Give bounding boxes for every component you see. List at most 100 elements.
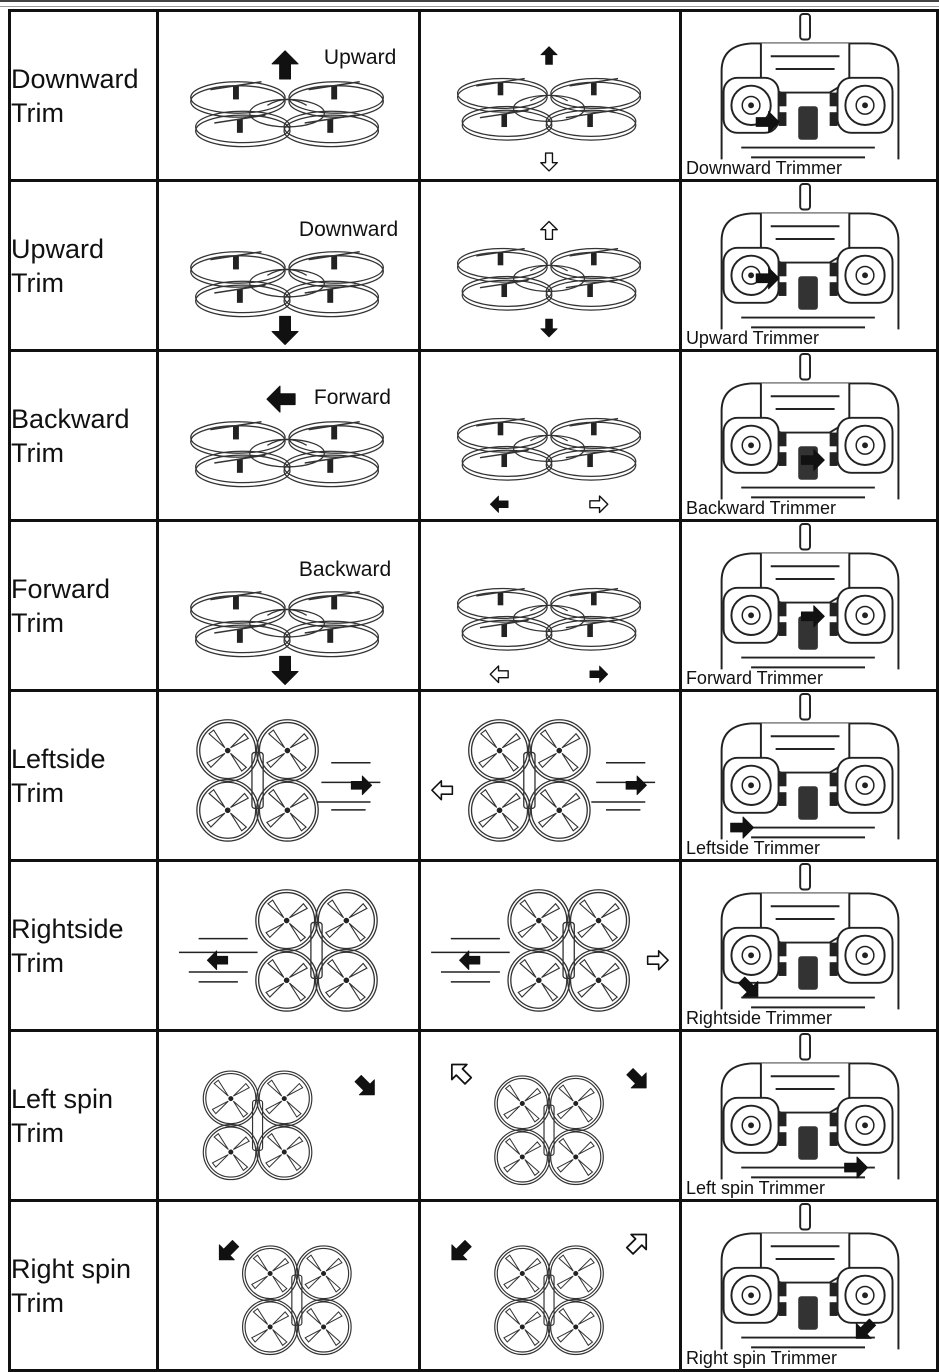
drone-top-icon [494, 1075, 604, 1186]
arrow-icon [271, 655, 299, 686]
correction-illustration [417, 9, 682, 182]
trimmer-illustration: Downward Trimmer [678, 9, 939, 182]
trimmer-illustration: Rightside Trimmer [678, 859, 939, 1032]
drone-top-icon [507, 889, 630, 1012]
arrow-icon [730, 816, 755, 839]
trimmer-caption: Forward Trimmer [685, 668, 823, 688]
arrow-icon [855, 1318, 877, 1339]
transmitter-icon [720, 183, 900, 330]
trim-label-line1: Leftside [11, 743, 106, 774]
trim-label-line1: Upward [11, 233, 105, 264]
drift-illustration [155, 689, 421, 862]
arrow-icon [589, 495, 609, 514]
drift-illustration [155, 1199, 421, 1372]
drift-illustration: Forward [155, 349, 421, 522]
transmitter-icon [720, 863, 900, 1010]
correction-illustration [417, 859, 682, 1032]
arrow-icon [755, 267, 780, 290]
drone-side-icon [456, 587, 642, 651]
drift-illustration: Upward [155, 9, 421, 182]
transmitter-icon [720, 353, 900, 500]
trimmer-caption: Left spin Trimmer [685, 1178, 825, 1198]
trimmer-caption: Upward Trimmer [685, 328, 819, 348]
trim-label-line2: Trim [11, 947, 64, 978]
trim-label-line2: Trim [11, 777, 64, 808]
arrow-icon [540, 318, 558, 338]
drone-top-icon [202, 1070, 313, 1181]
motion-lines-icon [431, 937, 510, 983]
trimmer-illustration: Left spin Trimmer [678, 1029, 939, 1202]
drone-side-icon [456, 417, 642, 481]
drone-top-icon [241, 1245, 352, 1356]
drone-top-icon [255, 889, 378, 1012]
trim-label-line1: Downward [11, 63, 139, 94]
arrow-icon [350, 775, 373, 796]
drone-side-icon [190, 421, 384, 488]
correction-illustration [417, 179, 682, 352]
drone-side-icon [190, 251, 384, 318]
trim-label-line1: Left spin [11, 1083, 114, 1114]
arrow-icon [354, 1074, 375, 1096]
direction-label: Upward [323, 46, 397, 69]
correction-illustration [417, 349, 682, 522]
drift-illustration [155, 859, 421, 1032]
drone-top-icon [494, 1245, 604, 1356]
correction-illustration [417, 519, 682, 692]
transmitter-icon [720, 693, 900, 840]
drift-illustration [155, 1029, 421, 1202]
trimmer-caption: Right spin Trimmer [685, 1348, 837, 1368]
trim-label-line2: Trim [11, 267, 64, 298]
arrow-icon [540, 220, 558, 241]
direction-label: Backward [298, 558, 392, 581]
correction-illustration [417, 1029, 682, 1202]
trim-label-line1: Right spin [11, 1253, 132, 1284]
motion-lines-icon [178, 937, 258, 983]
trimmer-caption: Backward Trimmer [685, 498, 836, 518]
trim-label-line2: Trim [11, 97, 64, 128]
trim-label-line1: Backward [11, 403, 130, 434]
trimmer-illustration: Right spin Trimmer [678, 1199, 939, 1372]
trim-label-line1: Forward [11, 573, 111, 604]
arrow-icon [625, 1233, 647, 1255]
trim-label-line1: Rightside [11, 913, 124, 944]
trimmer-caption: Rightside Trimmer [685, 1008, 832, 1028]
arrow-icon [800, 449, 825, 472]
arrow-icon [266, 385, 296, 413]
drone-side-icon [190, 591, 384, 658]
arrow-icon [737, 976, 759, 997]
trimmer-illustration: Upward Trimmer [678, 179, 939, 352]
arrow-icon [625, 775, 647, 796]
transmitter-icon [720, 1203, 900, 1350]
arrow-icon [589, 665, 609, 683]
trimmer-illustration: Forward Trimmer [678, 519, 939, 692]
correction-illustration [417, 689, 682, 862]
arrow-icon [755, 110, 780, 134]
trim-label-line2: Trim [11, 1117, 64, 1148]
arrow-icon [626, 1068, 647, 1089]
drone-top-icon [467, 719, 591, 842]
arrow-icon [450, 1063, 473, 1085]
drone-top-icon [196, 719, 319, 842]
drone-side-icon [190, 81, 384, 148]
arrow-icon [540, 46, 558, 65]
transmitter-icon [720, 1033, 900, 1180]
arrow-icon [206, 950, 229, 971]
trimmer-caption: Leftside Trimmer [685, 838, 820, 858]
trimmer-illustration: Leftside Trimmer [678, 689, 939, 862]
transmitter-icon [720, 523, 900, 670]
trimmer-illustration: Backward Trimmer [678, 349, 939, 522]
top-rule [0, 0, 939, 2]
arrow-icon [271, 315, 299, 346]
trimmer-caption: Downward Trimmer [685, 158, 842, 178]
